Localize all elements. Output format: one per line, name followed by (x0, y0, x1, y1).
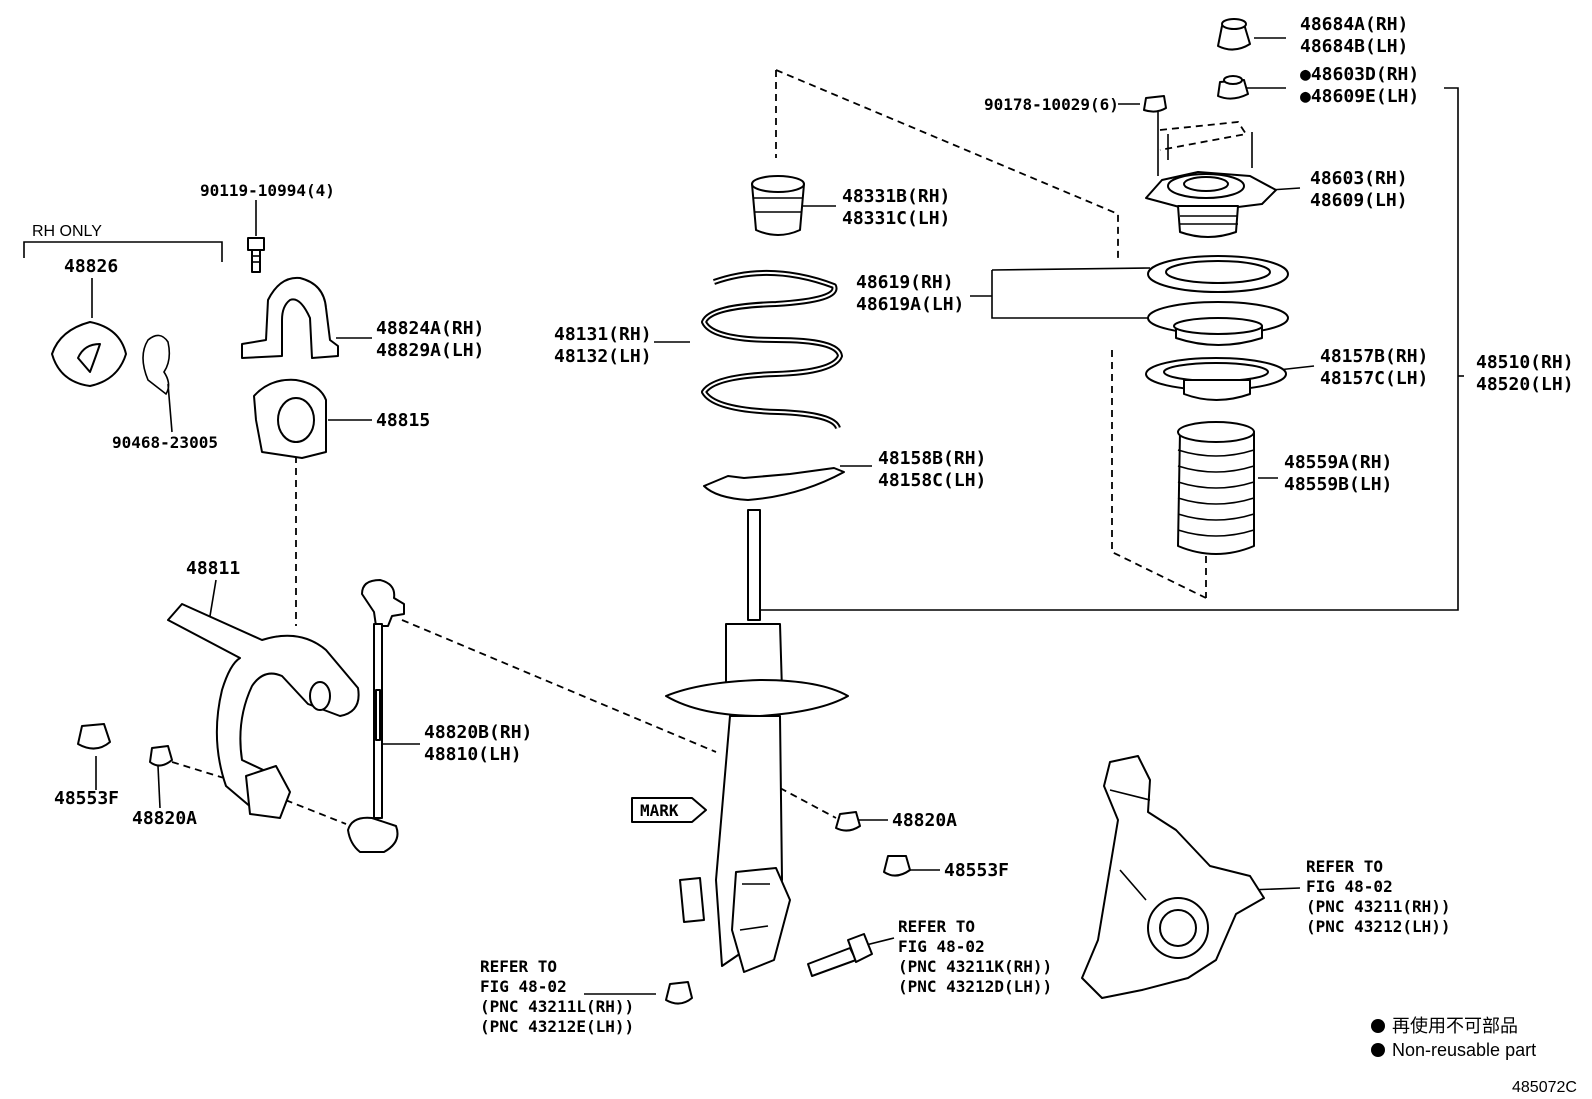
clip-90468-icon (142, 334, 171, 396)
ref3-line2: FIG 48-02 (480, 977, 567, 996)
label-48810: 48810(LH) (424, 744, 522, 765)
dashed-guides (171, 69, 1248, 825)
legend: 再使用不可部品 Non-reusable part (1371, 1016, 1536, 1060)
label-48132: 48132(LH) (554, 346, 652, 367)
label-rh-only: RH ONLY (32, 223, 102, 240)
nut-48553f-right-icon (883, 855, 911, 877)
support-48603-icon (1145, 112, 1277, 238)
boot-48559-icon (1177, 421, 1255, 555)
label-48826: 48826 (64, 256, 118, 277)
label-48619a: 48619A(LH) (856, 294, 964, 315)
label-48553f-left: 48553F (54, 788, 119, 809)
label-48131: 48131(RH) (554, 324, 652, 345)
mark-tag: MARK (631, 797, 707, 823)
clip-48826-icon (51, 321, 127, 387)
coil-spring-48131-icon (701, 269, 843, 430)
bumper-48331-icon (751, 175, 805, 236)
bearing-48157-icon (1145, 357, 1287, 401)
part-labels: 48684A(RH) 48684B(LH) ●48603D(RH) ●48609… (32, 14, 1574, 1036)
label-48829a: 48829A(LH) (376, 340, 484, 361)
nut-48820a-right-icon (835, 811, 861, 832)
nut-43211l-icon (665, 981, 693, 1005)
label-48820b: 48820B(RH) (424, 722, 532, 743)
legend-en: Non-reusable part (1392, 1040, 1536, 1060)
label-48157b: 48157B(RH) (1320, 346, 1428, 367)
ref3-line1: REFER TO (480, 957, 557, 976)
label-48815: 48815 (376, 410, 430, 431)
bolt-90119-icon (247, 237, 265, 273)
label-48158b: 48158B(RH) (878, 448, 986, 469)
ref2-line2: FIG 48-02 (898, 937, 985, 956)
non-reusable-bullet-icon (1371, 1019, 1385, 1033)
cap-48684-icon (1217, 18, 1251, 51)
label-48820a-left: 48820A (132, 808, 197, 829)
label-48553f-right: 48553F (944, 860, 1009, 881)
label-48559a: 48559A(RH) (1284, 452, 1392, 473)
ref1-line3: (PNC 43211(RH)) (1306, 897, 1451, 916)
label-48559b: 48559B(LH) (1284, 474, 1392, 495)
label-48331b: 48331B(RH) (842, 186, 950, 207)
ref2-line4: (PNC 43212D(LH)) (898, 977, 1052, 996)
figure-id: 485072C (1512, 1079, 1577, 1096)
ref2-line3: (PNC 43211K(RH)) (898, 957, 1052, 976)
label-90119: 90119-10994(4) (200, 181, 335, 200)
label-48157c: 48157C(LH) (1320, 368, 1428, 389)
label-90178: 90178-10029(6) (984, 95, 1119, 114)
label-48684a: 48684A(RH) (1300, 14, 1408, 35)
bracket-48824-icon (241, 276, 339, 359)
label-48510: 48510(RH) (1476, 352, 1574, 373)
nut-48603d-icon (1217, 75, 1249, 100)
label-48811: 48811 (186, 558, 240, 579)
label-48158c: 48158C(LH) (878, 470, 986, 491)
label-48609e: ●48609E(LH) (1300, 86, 1419, 107)
ref2-line1: REFER TO (898, 917, 975, 936)
label-48331c: 48331C(LH) (842, 208, 950, 229)
bolt-43211k-icon (807, 933, 873, 977)
ref1-line1: REFER TO (1306, 857, 1383, 876)
mark-label: MARK (640, 801, 679, 820)
label-48684b: 48684B(LH) (1300, 36, 1408, 57)
label-48609: 48609(LH) (1310, 190, 1408, 211)
label-48520: 48520(LH) (1476, 374, 1574, 395)
ref1-line2: FIG 48-02 (1306, 877, 1393, 896)
lower-seat-48158-icon (703, 467, 845, 501)
label-48824a: 48824A(RH) (376, 318, 484, 339)
label-90468: 90468-23005 (112, 433, 218, 452)
non-reusable-bullet-icon-2 (1371, 1043, 1385, 1057)
nut-48820a-left-icon (149, 745, 173, 767)
link-48820b-icon (347, 579, 405, 853)
nut-48553f-left-icon (77, 723, 111, 750)
label-48820a-right: 48820A (892, 810, 957, 831)
insulator-48619-icon (1147, 255, 1289, 346)
stabilizer-bar-48811-icon (167, 603, 360, 819)
nut-90178-icon (1143, 95, 1167, 113)
bushing-48815-icon (253, 378, 327, 459)
label-48603: 48603(RH) (1310, 168, 1408, 189)
legend-jp: 再使用不可部品 (1392, 1016, 1518, 1036)
ref3-line4: (PNC 43212E(LH)) (480, 1017, 634, 1036)
steering-knuckle-icon (1081, 755, 1265, 999)
shock-absorber-icon (665, 509, 849, 973)
ref3-line3: (PNC 43211L(RH)) (480, 997, 634, 1016)
label-48603d: ●48603D(RH) (1300, 64, 1419, 85)
label-48619: 48619(RH) (856, 272, 954, 293)
ref1-line4: (PNC 43212(LH)) (1306, 917, 1451, 936)
